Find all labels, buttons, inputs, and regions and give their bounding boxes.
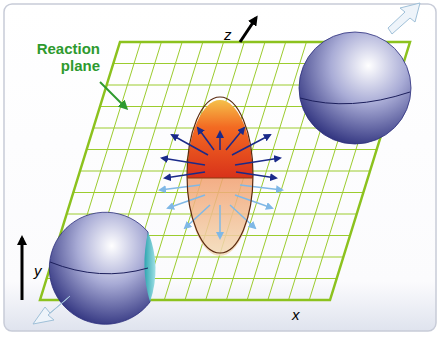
axis-label: z	[224, 26, 232, 43]
plane-label: Reaction plane	[28, 40, 100, 74]
axis-label: y	[34, 262, 42, 279]
axis-label: x	[292, 306, 300, 323]
grid-line	[185, 42, 265, 300]
